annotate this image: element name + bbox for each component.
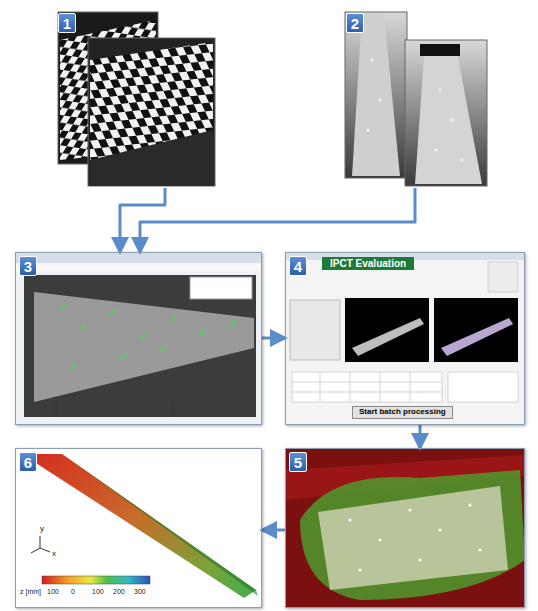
flow-arrow [120, 188, 165, 252]
callout-number: 4 [289, 256, 307, 276]
marker-screenshot [15, 252, 262, 425]
evaluation-gui [285, 252, 525, 425]
axis-label: x [52, 550, 56, 559]
workflow-panel: 1 [55, 10, 217, 188]
workflow-panel: 3 [15, 252, 262, 425]
axis-label: y [40, 525, 44, 534]
window-title: IPCT Evaluation [322, 257, 414, 270]
colorbar-tick: 200 [113, 588, 125, 596]
colorbar-unit: z [mm] [20, 588, 41, 596]
flow-arrow [262, 529, 285, 532]
workflow-panel: 6 [15, 448, 262, 608]
callout-number: 5 [289, 452, 307, 472]
colorbar-tick: 100 [47, 588, 59, 596]
colorbar-tick: 100 [92, 588, 104, 596]
overlay-image [285, 448, 525, 608]
callout-number: 6 [19, 452, 37, 472]
wing-photos [345, 12, 487, 186]
callout-number: 3 [19, 256, 37, 276]
calibration-photos [58, 12, 215, 186]
callout-number: 2 [346, 13, 364, 33]
callout-number: 1 [58, 13, 76, 33]
workflow-panel: 2 [343, 10, 489, 188]
button-label: Start batch processing [352, 406, 453, 419]
colorbar-tick: 300 [134, 588, 146, 596]
workflow-panel: 5 [285, 448, 525, 608]
flow-arrow [419, 425, 422, 448]
workflow-panel: 4 [285, 252, 525, 425]
deformation-plot [15, 448, 262, 608]
flow-arrow [262, 337, 285, 340]
colorbar-tick: 0 [71, 588, 75, 596]
flow-arrow [140, 188, 415, 252]
